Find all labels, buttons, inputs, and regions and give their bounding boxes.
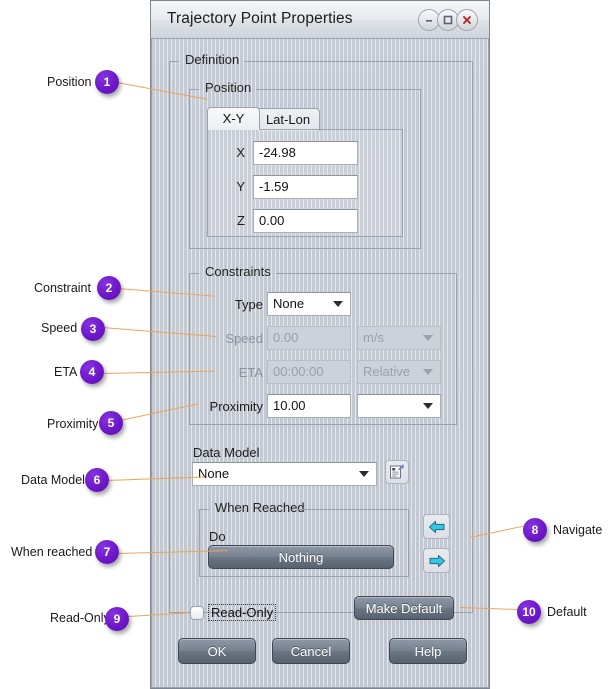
tab-lat-lon-label: Lat-Lon xyxy=(265,112,311,127)
read-only-checkbox[interactable] xyxy=(190,606,204,620)
when-reached-action-label: Nothing xyxy=(278,549,324,565)
window-controls xyxy=(418,9,478,31)
callout-label-6: Data Model xyxy=(21,473,85,487)
callout-badge-8: 8 xyxy=(523,518,547,542)
z-field[interactable]: 0.00 xyxy=(253,209,358,233)
close-button[interactable] xyxy=(456,9,478,31)
cancel-label: Cancel xyxy=(290,643,332,659)
callout-badge-2: 2 xyxy=(97,276,121,300)
callout-badge-4: 4 xyxy=(80,360,104,384)
position-group: Position xyxy=(189,80,421,249)
proximity-field[interactable]: 10.00 xyxy=(267,394,351,418)
chevron-down-icon xyxy=(423,335,433,341)
help-label: Help xyxy=(414,643,442,659)
callout-label-4: ETA xyxy=(54,365,78,379)
speed-field: 0.00 xyxy=(267,326,351,350)
title-bar[interactable]: Trajectory Point Properties xyxy=(151,1,489,39)
speed-unit-combo: m/s xyxy=(357,326,441,350)
callout-badge-10: 10 xyxy=(517,600,541,624)
when-reached-group: When Reached xyxy=(199,500,409,577)
y-label: Y xyxy=(236,179,245,194)
type-combo-value: None xyxy=(273,296,305,311)
when-reached-group-legend: When Reached xyxy=(215,500,305,515)
ok-button[interactable]: OK xyxy=(178,638,256,664)
eta-label: ETA xyxy=(238,365,263,380)
callout-label-1: Position xyxy=(47,75,92,89)
callout-label-5: Proximity xyxy=(47,417,99,431)
callout-label-9: Read-Only xyxy=(50,611,110,625)
callout-label-3: Speed xyxy=(41,321,78,335)
make-default-button[interactable]: Make Default xyxy=(354,596,454,620)
x-field[interactable]: -24.98 xyxy=(253,141,358,165)
callout-label-2: Constraint xyxy=(34,281,91,295)
definition-group-top-line xyxy=(244,61,473,62)
constraints-group: Constraints xyxy=(189,264,457,425)
position-group-top-line xyxy=(256,89,421,90)
callout-badge-7: 7 xyxy=(95,540,119,564)
chevron-down-icon xyxy=(359,471,369,477)
position-group-legend: Position xyxy=(205,80,252,95)
make-default-label: Make Default xyxy=(365,600,443,616)
chevron-down-icon xyxy=(423,369,433,375)
definition-group: Definition xyxy=(169,52,473,613)
tab-lat-lon[interactable]: Lat-Lon xyxy=(256,108,320,131)
edit-data-model-button[interactable] xyxy=(385,460,409,484)
cancel-button[interactable]: Cancel xyxy=(272,638,350,664)
chevron-down-icon xyxy=(423,403,433,409)
eta-field: 00:00:00 xyxy=(267,360,351,384)
type-combo[interactable]: None xyxy=(267,292,351,316)
trajectory-point-properties-dialog: Trajectory Point Properties xyxy=(150,0,490,689)
callout-badge-9: 9 xyxy=(105,607,129,631)
y-field[interactable]: -1.59 xyxy=(253,175,358,199)
help-button[interactable]: Help xyxy=(389,638,467,664)
callout-badge-6: 6 xyxy=(85,468,109,492)
tab-x-y[interactable]: X-Y xyxy=(207,107,260,130)
speed-unit-value: m/s xyxy=(363,330,384,345)
z-label: Z xyxy=(237,213,245,228)
x-label: X xyxy=(236,145,245,160)
proximity-label: Proximity xyxy=(209,399,263,414)
navigate-previous-button[interactable] xyxy=(423,514,450,539)
minimize-icon xyxy=(426,20,432,22)
maximize-icon xyxy=(443,15,453,25)
callout-label-8: Navigate xyxy=(553,523,603,537)
data-model-label: Data Model xyxy=(193,445,260,460)
definition-group-legend: Definition xyxy=(185,52,240,67)
eta-mode-combo: Relative xyxy=(357,360,441,384)
data-model-combo[interactable]: None xyxy=(192,462,377,486)
when-reached-action-button[interactable]: Nothing xyxy=(208,545,394,569)
read-only-label[interactable]: Read-Only xyxy=(208,604,277,621)
callout-badge-3: 3 xyxy=(81,317,105,341)
speed-label: Speed xyxy=(225,331,263,346)
data-model-value: None xyxy=(198,466,230,481)
edit-data-model-icon xyxy=(390,464,404,479)
eta-mode-value: Relative xyxy=(363,364,410,379)
tab-x-y-label: X-Y xyxy=(222,111,245,126)
callout-label-7: When reached xyxy=(11,545,93,559)
chevron-down-icon xyxy=(333,301,343,307)
constraints-group-top-line xyxy=(276,273,457,274)
window-title: Trajectory Point Properties xyxy=(167,10,353,27)
navigate-next-button[interactable] xyxy=(423,548,450,573)
close-icon xyxy=(463,16,471,24)
callout-badge-1: 1 xyxy=(95,70,119,94)
when-reached-group-top-line xyxy=(297,509,409,510)
proximity-unit-combo[interactable] xyxy=(357,394,441,418)
callout-label-10: Default xyxy=(547,605,587,619)
arrow-right-icon xyxy=(429,554,445,567)
callout-badge-5: 5 xyxy=(99,411,123,435)
constraints-group-legend: Constraints xyxy=(205,264,271,279)
type-label: Type xyxy=(234,297,263,312)
do-label: Do xyxy=(209,529,226,544)
arrow-left-icon xyxy=(428,520,444,533)
ok-label: OK xyxy=(207,643,227,659)
